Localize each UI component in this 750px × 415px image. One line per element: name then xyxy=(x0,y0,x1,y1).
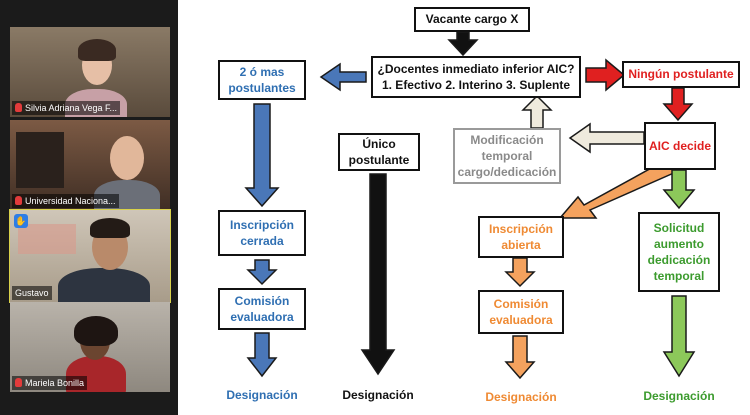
participant-name: Gustavo xyxy=(12,286,52,300)
participant-tile-active-speaker[interactable]: ✋ Gustavo xyxy=(9,209,171,303)
participant-name: Mariela Bonilla xyxy=(12,376,88,390)
participant-name: Universidad Naciona... xyxy=(12,194,119,208)
green-arrow xyxy=(662,295,696,378)
shared-screen-flowchart: Vacante cargo X ¿Docentes inmediato infe… xyxy=(178,0,750,415)
box-ningun-postulante: Ningún postulante xyxy=(622,61,740,88)
blue-arrow xyxy=(246,332,278,378)
muted-mic-icon xyxy=(15,196,22,205)
box-pregunta: ¿Docentes inmediato inferior AIC? 1. Efe… xyxy=(371,56,581,98)
question-line-2: 1. Efectivo 2. Interino 3. Suplente xyxy=(381,78,571,92)
box-aic-decide: AIC decide xyxy=(644,122,716,170)
box-unico-postulante: Único postulante xyxy=(338,133,420,171)
blue-arrow xyxy=(319,62,367,92)
red-arrow xyxy=(585,58,626,92)
box-vacante: Vacante cargo X xyxy=(414,7,530,32)
muted-mic-icon xyxy=(15,103,22,112)
blue-arrow xyxy=(246,259,278,286)
gray-arrow xyxy=(521,94,553,129)
orange-arrow xyxy=(558,159,678,219)
green-arrow xyxy=(662,169,696,210)
box-dos-o-mas: 2 ó mas postulantes xyxy=(218,60,306,100)
text-designacion-orange: Designación xyxy=(485,390,557,404)
black-arrow xyxy=(447,31,479,57)
text-designacion-green: Designación xyxy=(643,389,715,403)
muted-mic-icon xyxy=(15,378,22,387)
participant-video xyxy=(10,210,170,302)
text-designacion-blue: Designación xyxy=(226,388,298,402)
raise-hand-icon: ✋ xyxy=(14,214,28,228)
orange-arrow xyxy=(504,257,536,288)
participant-tile[interactable]: Mariela Bonilla xyxy=(10,302,170,392)
gray-arrow xyxy=(568,122,645,154)
participant-name: Silvia Adriana Vega F... xyxy=(12,101,121,115)
flowchart-arrows xyxy=(244,31,696,380)
text-designacion-black: Designación xyxy=(342,388,414,402)
participant-tile[interactable]: Silvia Adriana Vega F... xyxy=(10,27,170,117)
red-arrow xyxy=(662,87,694,122)
box-inscripcion-abierta: Inscripción abierta xyxy=(478,216,564,258)
video-gallery: Silvia Adriana Vega F... Universidad Nac… xyxy=(0,0,178,415)
black-arrow xyxy=(360,173,396,376)
orange-arrow xyxy=(504,335,536,380)
box-modificacion: Modificación temporal cargo/dedicación xyxy=(453,128,561,184)
participant-tile[interactable]: Universidad Naciona... xyxy=(10,120,170,210)
question-line-1: ¿Docentes inmediato inferior AIC? xyxy=(377,61,575,76)
box-comision-evaluadora-orange: Comisión evaluadora xyxy=(478,290,564,334)
box-comision-evaluadora-blue: Comisión evaluadora xyxy=(218,288,306,330)
box-inscripcion-cerrada: Inscripción cerrada xyxy=(218,210,306,256)
box-solicitud-aumento: Solicitud aumento dedicación temporal xyxy=(638,212,720,292)
blue-arrow xyxy=(244,103,280,208)
